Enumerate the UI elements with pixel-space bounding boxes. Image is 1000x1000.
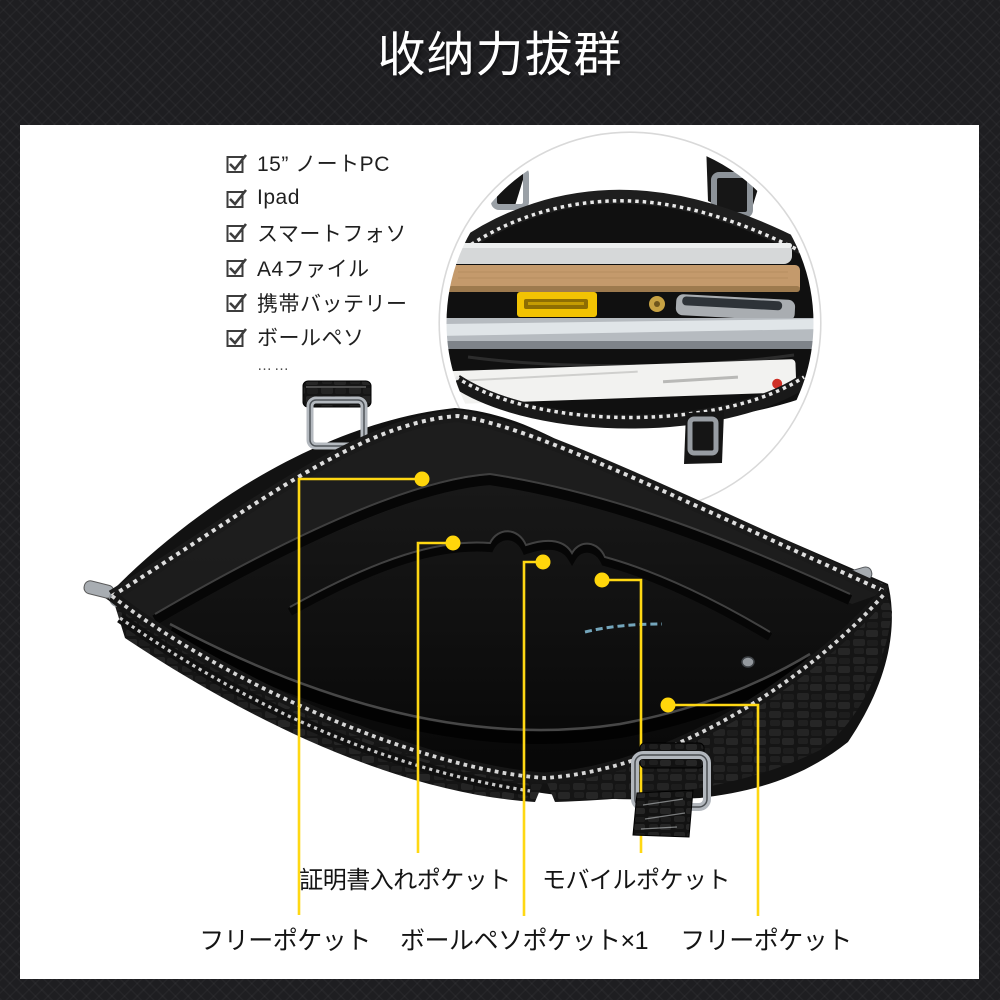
leather-tab: [632, 789, 694, 838]
page-title: 收纳力拔群: [377, 29, 623, 82]
checklist-ellipsis: ……: [257, 356, 291, 374]
checklist-item: Ipad: [226, 181, 408, 216]
zipper-teeth-icon: [110, 413, 887, 598]
pocket-label-free-right: フリーポケット: [680, 927, 852, 955]
bottom-handle-tab: [631, 742, 711, 838]
white-book: [447, 359, 797, 405]
checklist-item: 15” ノートPC: [226, 146, 408, 181]
pocket-label-mobile: モバイルポケット: [542, 867, 731, 894]
inset-photo-circle: [438, 131, 822, 515]
checklist-item-label: 15” ノートPC: [257, 153, 390, 177]
checklist-item-label: ボールペソ: [257, 327, 365, 351]
checklist-item-label: スマートフォソ: [257, 222, 407, 246]
checkbox-checked-icon: [226, 258, 248, 278]
d-ring-icon: [687, 416, 719, 456]
feature-checklist: 15” ノートPC Ipad スマートフォソ A4ファイル 携帯バッテリー ボー…: [226, 146, 408, 374]
checklist-item: スマートフォソ: [226, 216, 408, 251]
checkbox-checked-icon: [226, 154, 248, 173]
checklist-item-label: Ipad: [257, 186, 300, 210]
checklist-item-label: A4ファイル: [257, 257, 370, 281]
zipper-teeth-icon: [455, 375, 805, 420]
zipper-teeth-icon: [444, 199, 816, 279]
pocket-label-certificate: 証明書入れポケット: [299, 867, 511, 894]
bag-photo: [83, 380, 892, 802]
checklist-item-label: 携帯バッテリー: [257, 292, 408, 316]
zipper-teeth-icon: [119, 616, 531, 793]
checklist-item: A4ファイル: [226, 250, 408, 285]
checkbox-checked-icon: [226, 328, 248, 347]
tablet: [449, 243, 792, 264]
checklist-item: 携帯バッテリー: [226, 285, 408, 320]
pocket-label-free-left: フリーポケット: [199, 927, 371, 955]
pocket-label-pen: ボールペソポケット×1: [399, 927, 649, 955]
smartphone: [675, 294, 796, 321]
checklist-item: ボールペソ: [226, 320, 408, 355]
metal-stud: [741, 656, 755, 668]
checkbox-checked-icon: [226, 223, 248, 243]
checkbox-checked-icon: [226, 293, 248, 313]
zipper-teeth-icon: [110, 590, 888, 780]
checkbox-checked-icon: [226, 188, 248, 208]
